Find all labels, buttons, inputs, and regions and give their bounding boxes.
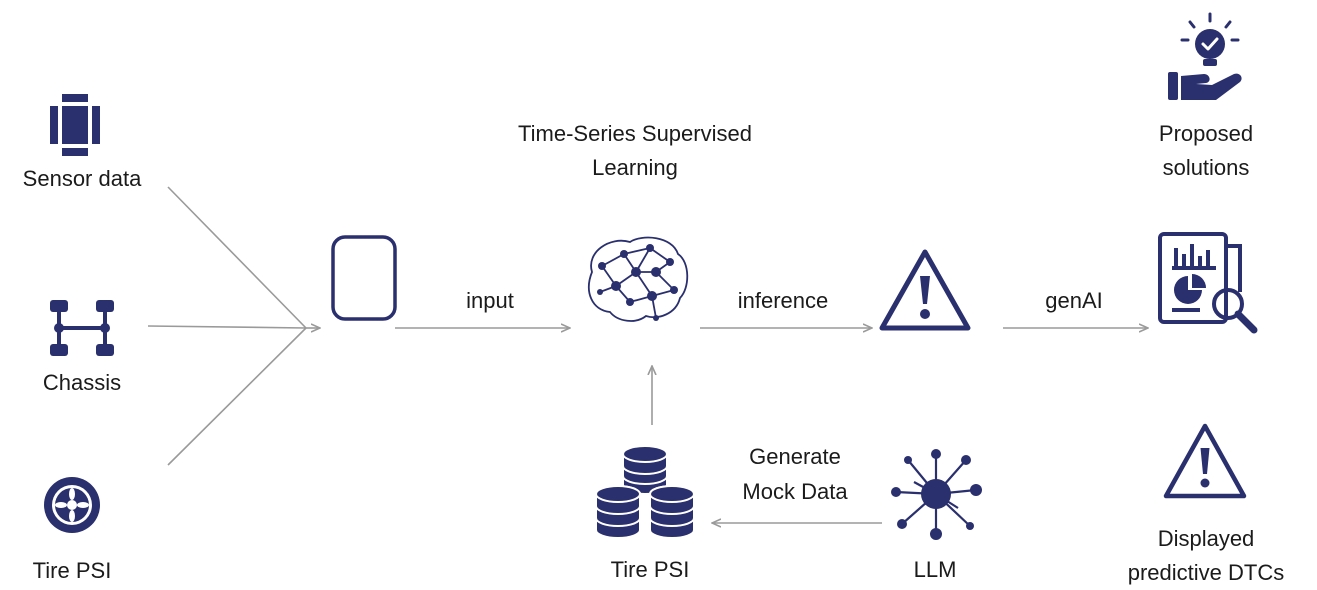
model-title-line2: Learning [592,155,678,180]
mock-tire-psi-label: Tire PSI [610,557,690,582]
displayed-label-line1: Displayed [1157,526,1255,551]
report-analysis-icon [1158,232,1258,334]
proposed-label-line1: Proposed [1158,121,1254,146]
generate-label-line2: Mock Data [742,479,848,504]
genai-edge-label: genAI [1045,288,1103,313]
neural-brain-icon [588,236,689,322]
chassis-to-merge-line [147,325,307,329]
tire-wheel-icon [44,477,100,533]
llm-label: LLM [913,557,957,582]
chassis-label: Chassis [42,370,122,395]
sensor-chip-icon [50,94,100,156]
sensor-to-merge-line [167,186,307,329]
data-buffer-box [331,235,397,321]
chassis-axle-icon [50,300,114,356]
input-edge-label: input [466,288,514,313]
tire-psi-label: Tire PSI [32,558,112,583]
generate-label-line1: Generate [749,444,841,469]
database-stack-icon [595,446,695,539]
sensor-data-label: Sensor data [22,166,142,191]
inference-edge-label: inference [737,288,829,313]
tire-to-merge-line [167,327,307,466]
llm-network-icon [891,449,982,540]
idea-hand-icon [1168,12,1242,100]
model-title-line1: Time-Series Supervised [518,121,752,146]
displayed-label-line2: predictive DTCs [1127,560,1285,585]
alert-triangle-icon [1163,423,1247,499]
proposed-label-line2: solutions [1162,155,1250,180]
warning-triangle-icon [879,249,971,331]
